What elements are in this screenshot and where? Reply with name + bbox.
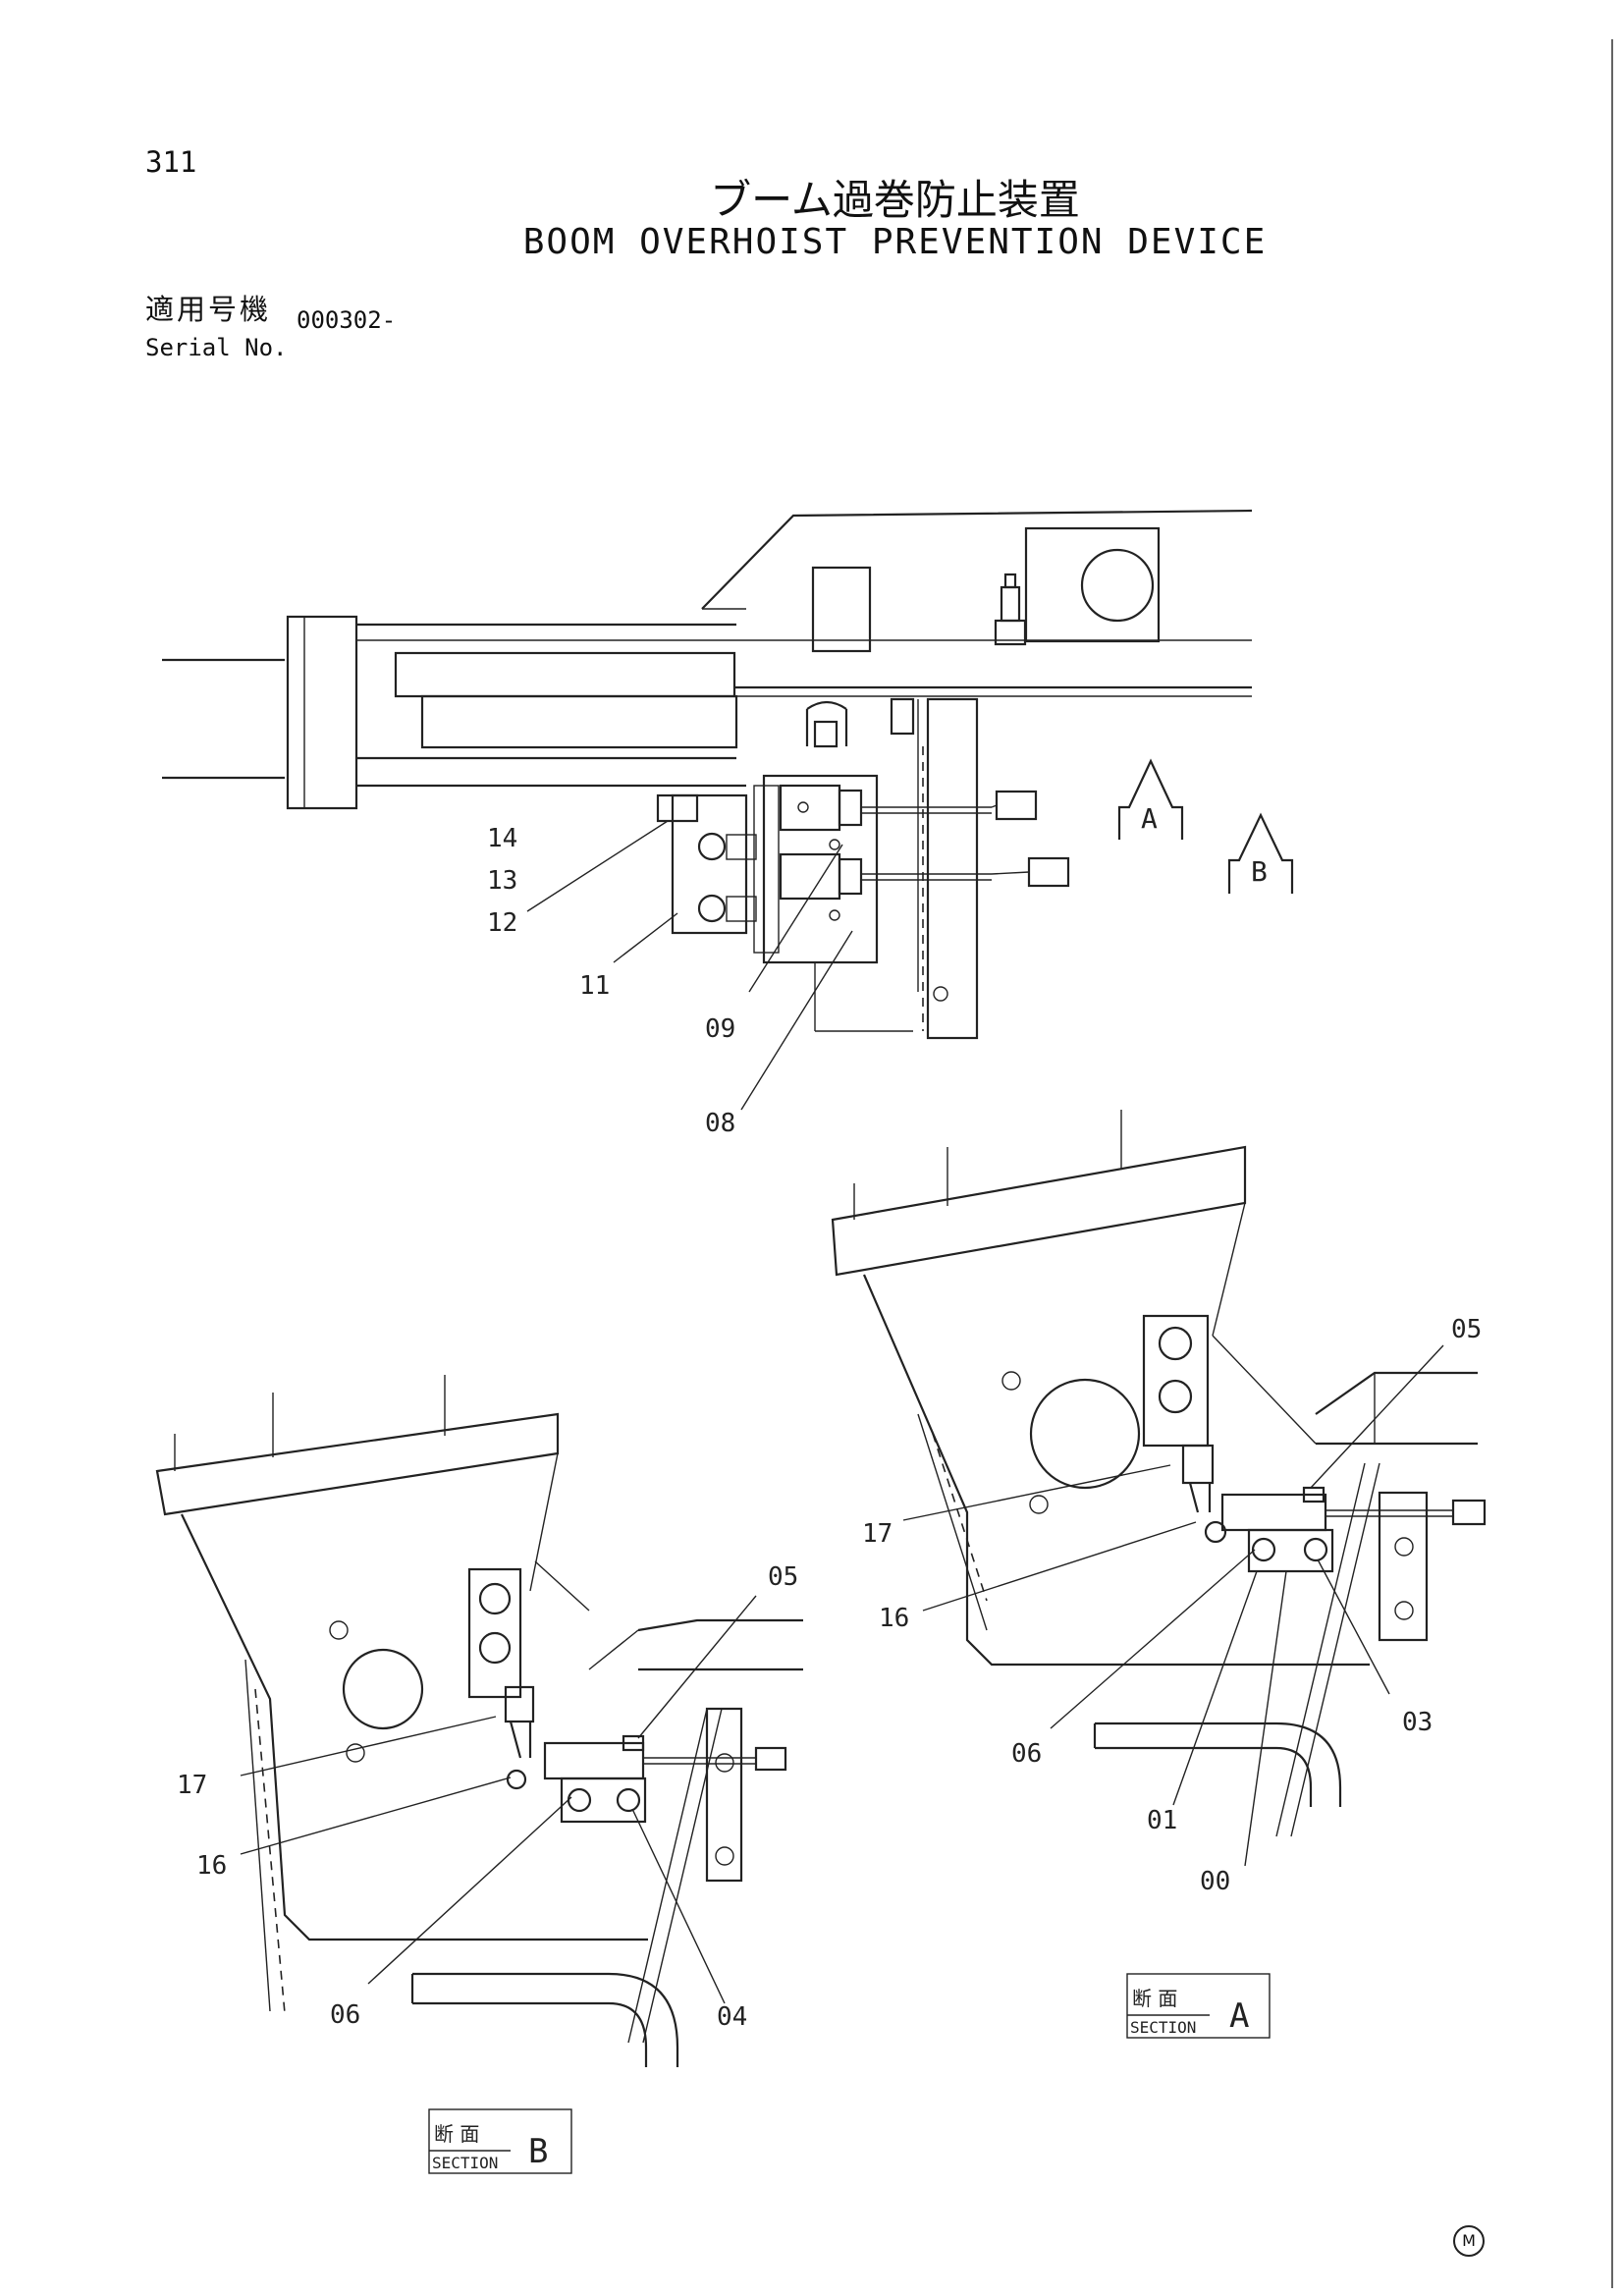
svg-text:05: 05	[1451, 1315, 1482, 1344]
svg-text:05: 05	[768, 1562, 798, 1592]
svg-text:A: A	[1229, 1996, 1249, 2036]
svg-text:06: 06	[1011, 1739, 1042, 1769]
view-marker-b: B	[1227, 812, 1294, 894]
serial-value: 000302-	[297, 306, 397, 334]
svg-text:06: 06	[330, 2000, 360, 2030]
page-number: 311	[145, 145, 197, 179]
svg-text:04: 04	[717, 2002, 747, 2032]
title-english: BOOM OVERHOIST PREVENTION DEVICE	[522, 222, 1268, 262]
callouts-top: 14 13 12 11 09 08	[487, 820, 853, 1138]
svg-text:09: 09	[705, 1014, 735, 1044]
svg-text:B: B	[1251, 855, 1268, 888]
svg-text:SECTION: SECTION	[1130, 2018, 1196, 2037]
svg-text:14: 14	[487, 824, 517, 853]
callouts-section-b: 05 17 16 06 04	[177, 1562, 798, 2032]
svg-text:16: 16	[196, 1851, 227, 1881]
callouts-section-a: 05 17 16 06 03 01 00	[862, 1315, 1482, 1896]
section-a-view	[831, 1110, 1487, 1837]
svg-text:01: 01	[1147, 1806, 1177, 1835]
top-view	[162, 509, 1253, 1040]
svg-text:B: B	[528, 2132, 548, 2171]
section-a-label: 断 面 SECTION A	[1126, 1973, 1271, 2039]
svg-text:17: 17	[177, 1771, 207, 1800]
svg-text:断 面: 断 面	[434, 2122, 479, 2146]
svg-text:03: 03	[1402, 1708, 1433, 1737]
svg-text:08: 08	[705, 1109, 735, 1138]
serial-label-japanese: 適用号機	[145, 293, 272, 326]
svg-text:17: 17	[862, 1519, 893, 1549]
svg-text:12: 12	[487, 908, 517, 938]
view-marker-a: A	[1117, 758, 1184, 840]
svg-text:00: 00	[1200, 1867, 1230, 1896]
svg-text:11: 11	[579, 971, 610, 1001]
svg-text:13: 13	[487, 866, 517, 896]
corner-mark: M	[1453, 2225, 1485, 2257]
section-b-view	[155, 1375, 803, 2067]
svg-text:16: 16	[879, 1604, 909, 1633]
svg-text:断 面: 断 面	[1132, 1987, 1177, 2010]
svg-text:A: A	[1141, 802, 1158, 835]
section-b-label: 断 面 SECTION B	[428, 2108, 572, 2174]
svg-text:SECTION: SECTION	[432, 2154, 498, 2172]
title-japanese: ブーム過巻防止装置	[710, 176, 1080, 224]
serial-label-english: Serial No.	[145, 334, 288, 361]
